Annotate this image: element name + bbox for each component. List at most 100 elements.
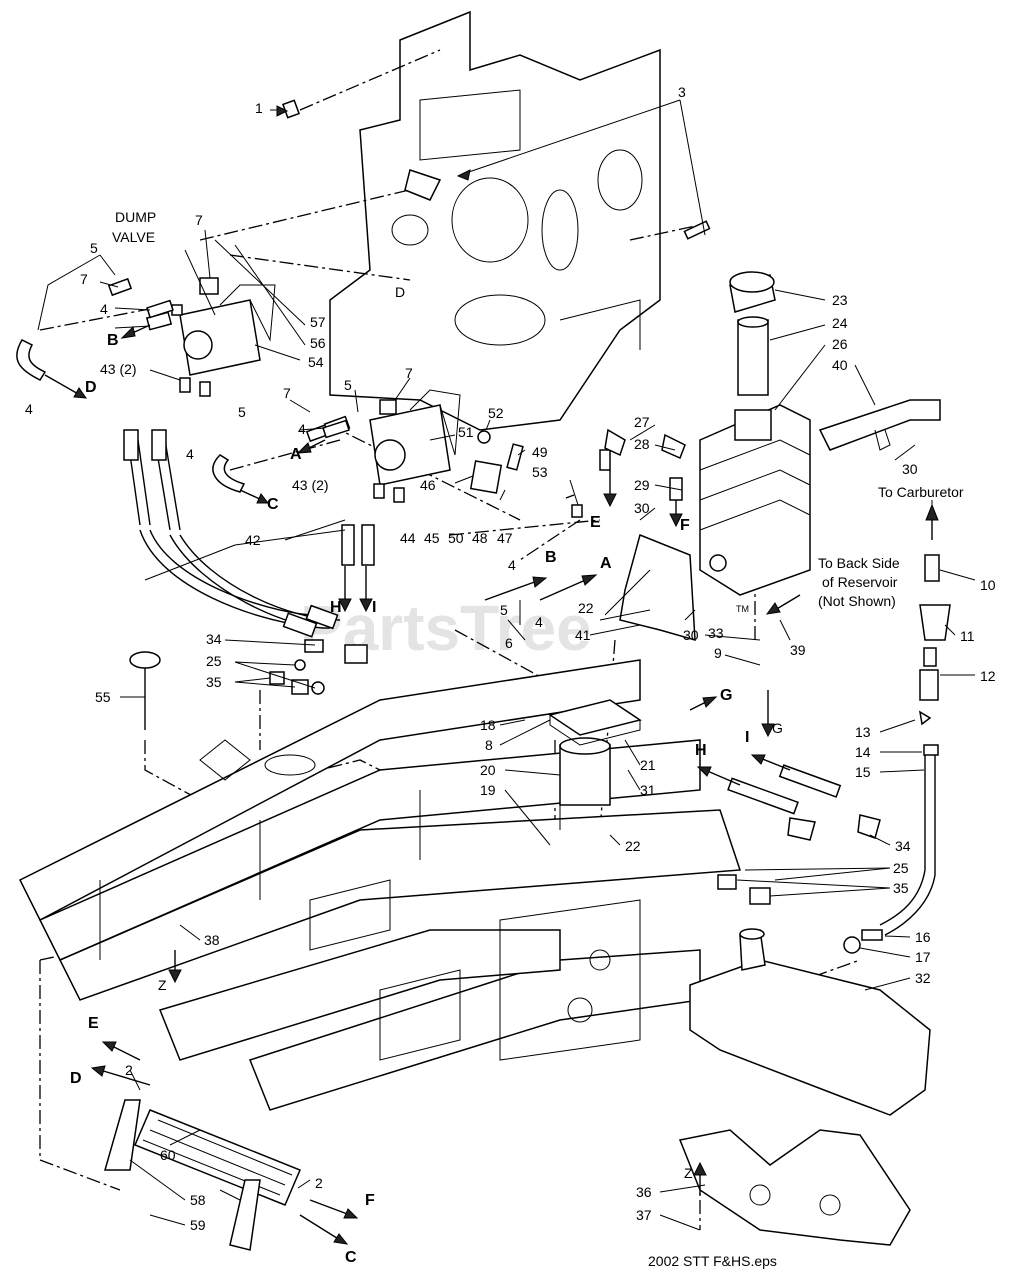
callout: 51 — [458, 424, 474, 440]
note-dump-valve-2: VALVE — [112, 229, 155, 245]
callout: 11 — [960, 628, 975, 644]
chassis-frame — [18, 659, 742, 1111]
callout: 22 — [578, 600, 594, 616]
letter: D — [395, 284, 405, 300]
callout: 4 — [186, 446, 194, 462]
tank-pan-36 — [678, 1129, 911, 1246]
letter: B — [107, 332, 119, 349]
trademark: TM — [736, 604, 749, 614]
callout: 4 — [508, 557, 516, 573]
callout: 23 — [832, 292, 848, 308]
callout: 24 — [832, 315, 848, 331]
callout: 43 (2) — [292, 477, 329, 493]
reservoir-cap-23 — [729, 271, 776, 313]
callout: 34 — [206, 631, 222, 647]
callout: 38 — [204, 932, 220, 948]
hydraulic-hoses-42 — [123, 429, 375, 638]
hydraulic-reservoir-26 — [699, 404, 811, 596]
callout: 47 — [497, 530, 513, 546]
callout: 59 — [190, 1217, 206, 1233]
callout: 37 — [636, 1207, 652, 1223]
letter: C — [345, 1249, 357, 1266]
callout: 29 — [634, 477, 650, 493]
letter: C — [267, 496, 279, 513]
hydraulic-pump-51 — [369, 389, 461, 486]
hydraulic-pump-54 — [171, 284, 276, 376]
letter: E — [88, 1015, 99, 1032]
callout: 7 — [405, 365, 413, 381]
callout: 41 — [575, 627, 591, 643]
callout: 43 (2) — [100, 361, 137, 377]
letter: Z — [158, 977, 167, 993]
callout: 52 — [488, 405, 504, 421]
callout: 39 — [790, 642, 806, 658]
letter: Z — [684, 1165, 693, 1181]
callout: 19 — [480, 782, 496, 798]
flow-arrows — [44, 105, 939, 1245]
note-back-side-1: To Back Side — [818, 555, 900, 571]
letter: H — [695, 742, 707, 759]
return-hoses — [16, 299, 350, 493]
fuel-line-15 — [879, 710, 939, 936]
callout: 7 — [195, 212, 203, 228]
callout: 16 — [915, 929, 931, 945]
callout: 7 — [80, 271, 88, 287]
callout: 34 — [895, 838, 911, 854]
fittings-right — [717, 814, 881, 905]
callout: 18 — [480, 717, 496, 733]
callout: 46 — [420, 477, 436, 493]
note-to-carburetor: To Carburetor — [878, 484, 964, 500]
note-back-side-3: (Not Shown) — [818, 593, 896, 609]
callout: 17 — [915, 949, 931, 965]
callout: 42 — [245, 532, 261, 548]
callout: 4 — [25, 401, 33, 417]
callout: 3 — [678, 84, 686, 100]
callout: 6 — [505, 635, 513, 651]
filter-head-8 — [548, 699, 642, 746]
callout: 54 — [308, 354, 324, 370]
letter: D — [85, 379, 97, 396]
letter: A — [600, 555, 612, 572]
oil-cooler-60 — [104, 1099, 301, 1251]
callout: 26 — [832, 336, 848, 352]
callout: 5 — [90, 240, 98, 256]
connection-letters: B D D A C E F B A H I G G H I Z E D F C … — [70, 284, 783, 1266]
callout: 45 — [424, 530, 440, 546]
callout: 20 — [480, 762, 496, 778]
callout: 4 — [100, 301, 108, 317]
figure-caption: 2002 STT F&HS.eps — [648, 1253, 777, 1269]
callout: 8 — [485, 737, 493, 753]
callout: 30 — [634, 500, 650, 516]
callout: 1 — [255, 100, 263, 116]
letter: G — [772, 720, 783, 736]
letter: H — [330, 599, 342, 616]
rear-frame-plate — [329, 10, 661, 431]
callout: 28 — [634, 436, 650, 452]
callout: 25 — [206, 653, 222, 669]
letter: B — [545, 549, 557, 566]
callout: 12 — [980, 668, 996, 684]
fuel-filter-11 — [919, 500, 951, 701]
callout: 30 — [683, 627, 699, 643]
callout: 55 — [95, 689, 111, 705]
bracket-41 — [619, 533, 696, 642]
note-dump-valve-1: DUMP — [115, 209, 156, 225]
callout: 10 — [980, 577, 996, 593]
callout: 35 — [893, 880, 909, 896]
callout: 22 — [625, 838, 641, 854]
hoses-right — [727, 764, 842, 815]
oil-filter-20 — [559, 737, 611, 806]
callout: 2 — [125, 1062, 133, 1078]
letter: G — [720, 687, 732, 704]
leader-lines — [37, 99, 976, 1231]
callout: 32 — [915, 970, 931, 986]
callout: 27 — [634, 414, 650, 430]
fuel-fittings-16-17 — [843, 929, 883, 954]
letter: D — [70, 1070, 82, 1087]
callout: 33 — [708, 625, 724, 641]
callout: 60 — [160, 1147, 176, 1163]
reservoir-filter-24 — [737, 316, 769, 396]
callout: 31 — [640, 782, 656, 798]
fuel-tank-32 — [689, 928, 931, 1116]
callout: 36 — [636, 1184, 652, 1200]
